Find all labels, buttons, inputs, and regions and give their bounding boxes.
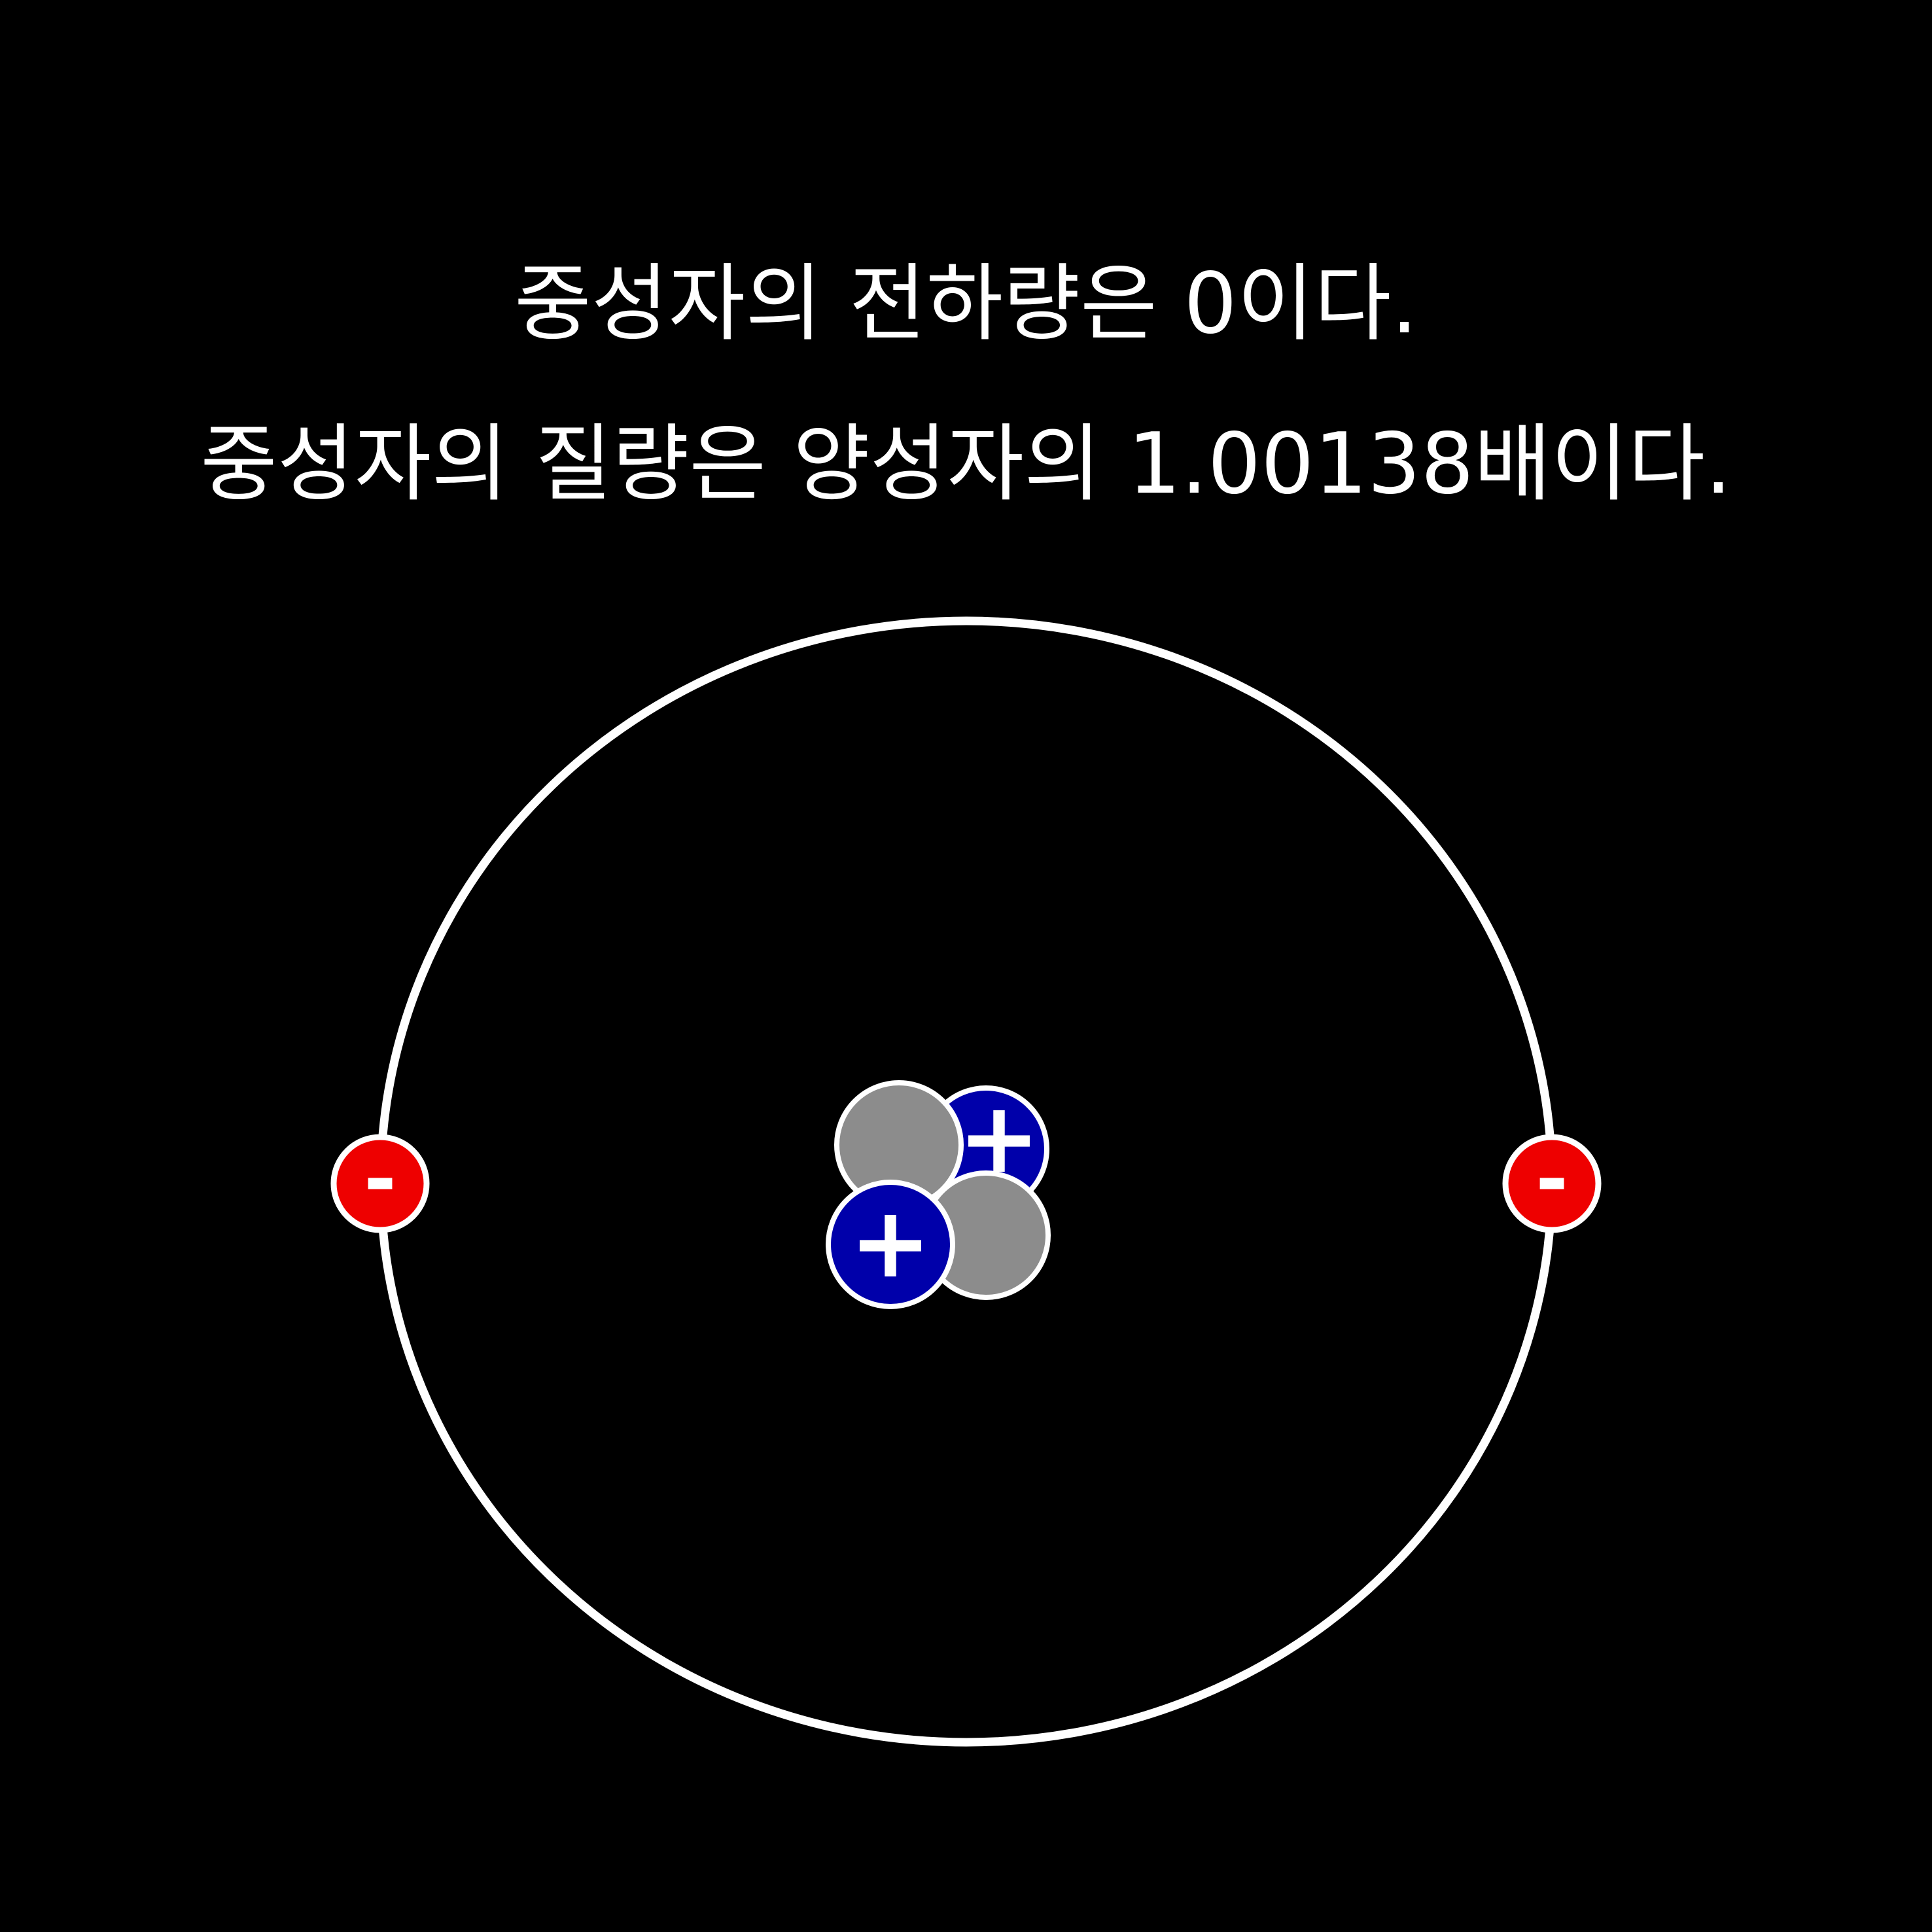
electron-left: - [330,1134,430,1233]
electron-right: - [1502,1134,1602,1233]
caption-neutron-mass: 중성자의 질량은 양성자의 1.00138배이다. [200,415,1732,513]
proton-bottom-left: + [826,1180,955,1309]
nucleus: + + [826,1080,1051,1309]
caption-neutron-charge: 중성자의 전하량은 0이다. [514,255,1418,353]
proton-plus-sign: + [849,1186,932,1300]
electron-minus-sign: - [364,1134,396,1225]
electron-minus-sign: - [1536,1134,1568,1225]
